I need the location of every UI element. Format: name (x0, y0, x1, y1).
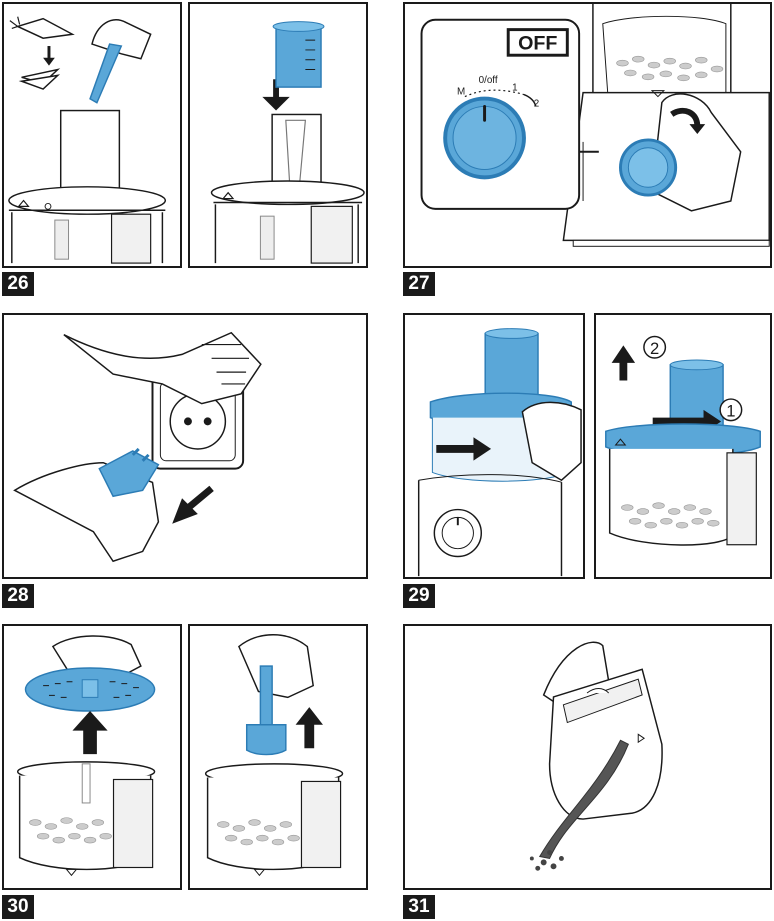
step-31-panel (403, 624, 772, 890)
step-27-panel: OFF M 0/off 1 2 (403, 2, 772, 268)
up-arrow-icon (612, 345, 635, 363)
pusher-insert-illustration (190, 4, 366, 266)
step-26-number: 26 (2, 272, 34, 296)
off-label: OFF (518, 32, 557, 54)
step-30-panel-a (2, 624, 182, 890)
step-26-panel-a (2, 2, 182, 268)
step-29-panel-a (403, 313, 585, 579)
down-arrow-icon (43, 58, 55, 66)
step-28-number: 28 (2, 584, 34, 608)
up-arrow-icon (72, 711, 107, 731)
step-28-panel (2, 313, 368, 579)
step-27-number: 27 (403, 272, 435, 296)
step-30-panel-b (188, 624, 368, 890)
feed-tube (61, 111, 120, 195)
dial-scale-off: 0/off (479, 75, 498, 86)
bowl (610, 449, 733, 545)
step-31-number: 31 (403, 895, 435, 919)
step-29-number: 29 (403, 584, 435, 608)
carrot-icon (18, 19, 73, 39)
down-arrow-icon (262, 97, 289, 111)
twist-lift-lid-illustration: 2 1 (596, 315, 770, 577)
feed-carrot-illustration (4, 4, 180, 266)
callout-1: 1 (726, 402, 735, 421)
remove-spindle-illustration (190, 626, 366, 888)
unplug-illustration (4, 315, 366, 577)
up-arrow-icon (296, 707, 323, 725)
step-29-panel-b: 2 1 (594, 313, 772, 579)
blue-spindle (260, 666, 272, 725)
step-30-number: 30 (2, 895, 34, 919)
blue-carrot-icon (90, 44, 121, 103)
blue-pusher (276, 26, 321, 87)
step-26-panel-b (188, 2, 368, 268)
remove-disc-illustration (4, 626, 180, 888)
dial-scale-m: M (457, 87, 465, 98)
dial-off-illustration: OFF M 0/off 1 2 (405, 4, 770, 266)
hand-icon (239, 635, 313, 698)
callout-2: 2 (650, 339, 659, 358)
hand-icon (92, 20, 151, 59)
lid (212, 181, 365, 204)
remove-lid-illustration (405, 315, 583, 577)
empty-bowl-illustration (405, 626, 770, 888)
